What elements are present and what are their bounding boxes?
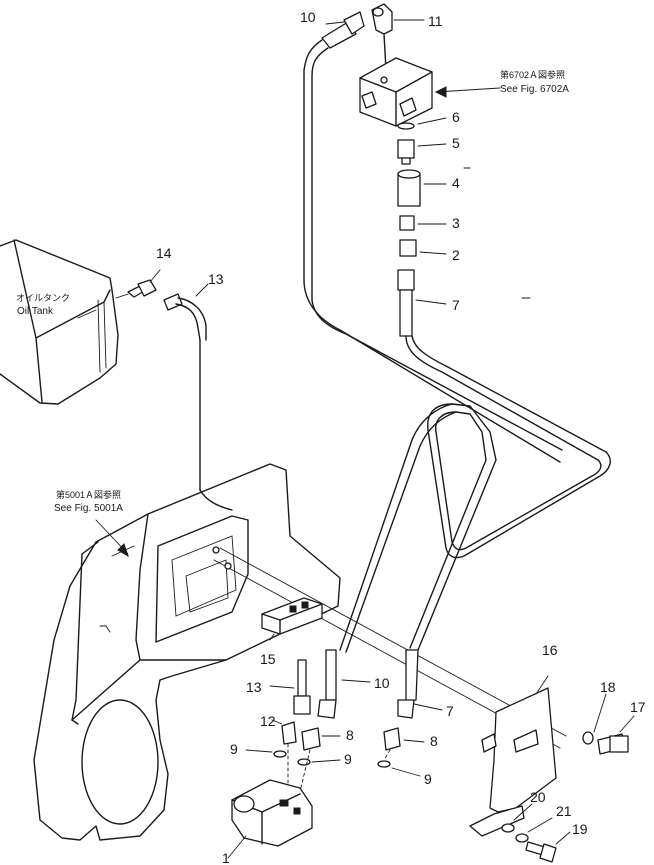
hose-13-upper (163, 283, 209, 491)
callout-5: 5 (452, 135, 460, 151)
callout-16: 16 (542, 642, 558, 658)
washer-21 (515, 817, 553, 843)
fitting-12 (271, 719, 297, 745)
callout-1: 1 (222, 850, 230, 865)
fitting-2 (399, 239, 447, 257)
callout-8-b: 8 (430, 733, 438, 749)
hose-routing (199, 279, 611, 749)
callout-10-lower: 10 (374, 675, 390, 691)
callout-3: 3 (452, 215, 460, 231)
callout-20: 20 (530, 789, 546, 805)
o-ring-9-a (245, 749, 287, 758)
hose-7-upper (397, 269, 447, 337)
callout-13-top: 13 (208, 271, 224, 287)
callout-11: 11 (428, 13, 443, 29)
filter-element-4 (397, 169, 447, 207)
fitting-5 (397, 139, 447, 165)
callout-9-b: 9 (344, 751, 352, 767)
callout-12: 12 (260, 713, 276, 729)
callout-9-a: 9 (230, 741, 238, 757)
callout-15: 15 (260, 651, 276, 667)
elbow-fitting-14 (115, 269, 161, 299)
callout-4: 4 (452, 175, 460, 191)
transmission-case: 第5001Ａ図参照 See Fig. 5001A (33, 463, 341, 841)
oil-tank-en-label: Oil Tank (17, 306, 54, 317)
callout-14: 14 (156, 245, 172, 261)
callout-10-top: 10 (300, 9, 316, 25)
fitting-3 (399, 215, 447, 231)
case-ref-jp: 第5001Ａ図参照 (56, 489, 121, 500)
assembly-guides (287, 743, 391, 801)
case-ref-en: See Fig. 5001A (54, 503, 123, 514)
hose-10-lower (317, 649, 371, 719)
washer-18 (582, 693, 607, 745)
callout-6: 6 (452, 109, 460, 125)
connector-block-15 (261, 597, 323, 641)
oil-tank: オイルタンク Oil Tank (0, 239, 119, 405)
bolt-19 (525, 831, 571, 863)
washer-20 (501, 803, 533, 833)
callout-8-a: 8 (346, 727, 354, 743)
cover-plate-16 (469, 675, 557, 837)
valve-ref-jp: 第6702Ａ図参照 (500, 69, 565, 80)
o-ring-6 (397, 117, 447, 130)
fitting-8-b (383, 727, 425, 751)
callout-13-lower: 13 (246, 679, 262, 695)
callout-19: 19 (572, 821, 588, 837)
hose-10-top (303, 11, 365, 301)
callout-17: 17 (630, 699, 646, 715)
callout-7-lower: 7 (446, 703, 454, 719)
o-ring-9-b (297, 758, 341, 766)
pump-1 (227, 779, 313, 859)
callout-2: 2 (452, 247, 460, 263)
callout-7-top: 7 (452, 297, 460, 313)
control-valve-block: 第6702Ａ図参照 See Fig. 6702A (359, 57, 569, 127)
o-ring-9-c (377, 760, 421, 777)
valve-ref-en: See Fig. 6702A (500, 84, 569, 95)
oil-tank-jp-label: オイルタンク (16, 293, 70, 303)
bolt-17 (597, 715, 635, 755)
callout-9-c: 9 (424, 771, 432, 787)
hose-7-lower (397, 649, 443, 719)
hose-13-lower (269, 659, 311, 715)
fitting-8-a (301, 727, 341, 751)
callout-18: 18 (600, 679, 616, 695)
callout-21: 21 (556, 803, 572, 819)
callout-labels: 10 11 6 5 4 3 2 7 14 13 15 13 10 7 12 8 … (156, 9, 646, 865)
